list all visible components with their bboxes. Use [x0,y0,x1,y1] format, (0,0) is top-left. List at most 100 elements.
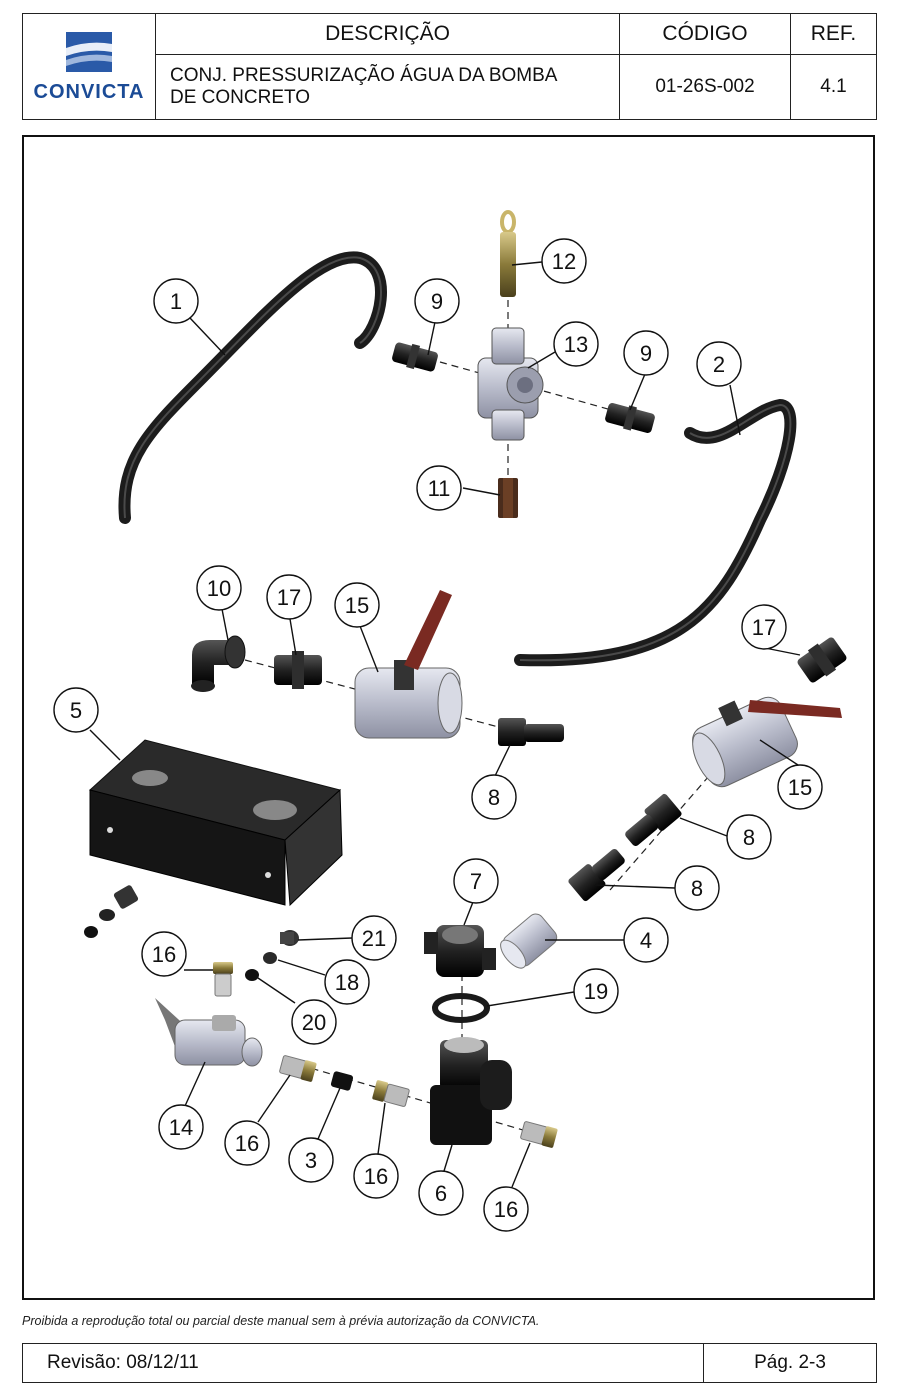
bracket-5 [88,739,343,907]
balloon-16-a: 16 [224,1120,270,1166]
balloon-4: 4 [623,917,669,963]
barb-8-top [498,718,564,746]
svg-text:15: 15 [788,775,812,800]
svg-text:18: 18 [335,970,359,995]
title-block: CONVICTA DESCRIÇÃO CÓDIGO REF. CONJ. PRE… [22,13,877,120]
fitting-9-right [605,403,655,433]
svg-text:21: 21 [362,926,386,951]
screw-set-left [84,885,139,938]
clamp-7 [424,925,496,977]
svg-text:15: 15 [345,593,369,618]
fitting-14 [155,998,263,1067]
balloon-6: 6 [418,1170,464,1216]
balloon-12: 12 [541,238,587,284]
svg-text:17: 17 [277,585,301,610]
drawing-frame [22,135,875,1300]
balloon-15-right: 15 [777,764,823,810]
svg-text:13: 13 [564,332,588,357]
disclaimer: Proibida a reprodução total ou parcial d… [22,1314,540,1328]
page-number: Pág. 2-3 [703,1343,877,1383]
svg-text:12: 12 [552,249,576,274]
ball-valve-15-left [354,590,463,739]
balloon-18: 18 [324,959,370,1005]
balloon-20: 20 [291,999,337,1045]
description-line-2: DE CONCRETO [170,87,311,108]
svg-text:20: 20 [302,1010,326,1035]
svg-text:8: 8 [691,876,703,901]
ring-19 [432,993,490,1023]
balloon-9-left: 9 [414,278,460,324]
balloon-14: 14 [158,1104,204,1150]
hose-1 [118,251,387,524]
balloon-8-mid: 8 [726,814,772,860]
description-value: CONJ. PRESSURIZAÇÃO ÁGUA DA BOMBA DE CON… [155,54,620,120]
nut-20 [245,969,259,981]
footer-block: Revisão: 08/12/11 Pág. 2-3 [22,1343,877,1383]
balloon-16-top: 16 [141,931,187,977]
part-11 [498,478,518,518]
balloon-21: 21 [351,915,397,961]
logo-cell: CONVICTA [22,13,156,120]
logo-text: CONVICTA [33,80,145,103]
convicta-logo-icon [66,31,112,72]
svg-text:8: 8 [743,825,755,850]
barb-8-mid [625,793,682,846]
balloon-8-top: 8 [471,774,517,820]
balloon-19: 19 [573,968,619,1014]
description-line-1: CONJ. PRESSURIZAÇÃO ÁGUA DA BOMBA [170,65,558,86]
svg-text:9: 9 [431,289,443,314]
svg-text:1: 1 [170,289,182,314]
balloon-16-c: 16 [483,1186,529,1232]
svg-text:10: 10 [207,576,231,601]
svg-text:16: 16 [235,1131,259,1156]
screw-21 [280,930,299,946]
sleeve-4 [500,913,558,969]
description-label: DESCRIÇÃO [155,13,620,55]
svg-text:8: 8 [488,785,500,810]
code-value: 01-26S-002 [619,54,791,120]
svg-text:14: 14 [169,1115,193,1140]
ref-label: REF. [790,13,877,55]
nipple-17-left [274,651,322,689]
fitting-16-c [520,1121,558,1148]
svg-text:5: 5 [70,698,82,723]
svg-text:11: 11 [428,476,451,501]
washer-18 [263,952,277,964]
fitting-16-a [279,1055,317,1082]
svg-text:19: 19 [584,979,608,1004]
valve-handle-right [748,700,842,718]
balloon-15-left: 15 [334,582,380,628]
balloon-7: 7 [453,858,499,904]
balloon-10: 10 [196,565,242,611]
svg-text:3: 3 [305,1148,317,1173]
balloon-8-low: 8 [674,865,720,911]
balloon-16-b: 16 [353,1153,399,1199]
barb-8-low [568,849,625,902]
balloon-3: 3 [288,1137,334,1183]
balloon-17-right: 17 [741,604,787,650]
balloon-1: 1 [153,278,199,324]
svg-text:9: 9 [640,341,652,366]
valve-13 [477,327,544,441]
nipple-17-right [797,637,847,683]
svg-text:6: 6 [435,1181,447,1206]
svg-text:16: 16 [364,1164,388,1189]
filter-6 [430,1037,512,1145]
svg-text:17: 17 [752,615,776,640]
ball-valve-15-right [692,696,798,788]
elbow-10 [191,635,246,692]
balloon-2: 2 [696,341,742,387]
svg-text:16: 16 [152,942,176,967]
balloon-9-right: 9 [623,330,669,376]
svg-text:16: 16 [494,1197,518,1222]
svg-text:4: 4 [640,928,652,953]
balloon-13: 13 [553,321,599,367]
fitting-16-b [372,1080,410,1107]
part-12 [500,210,516,297]
revision: Revisão: 08/12/11 [22,1343,704,1383]
part-3 [330,1071,354,1091]
fitting-16-top [213,962,233,997]
ref-value: 4.1 [790,54,877,120]
svg-text:2: 2 [713,352,725,377]
